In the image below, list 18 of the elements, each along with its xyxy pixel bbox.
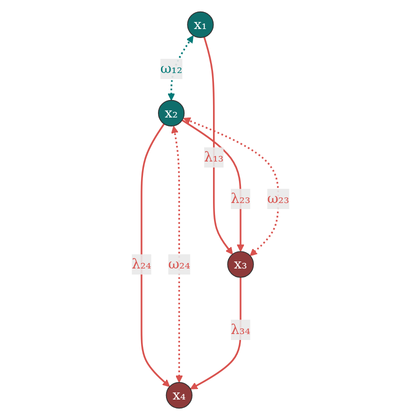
- arrow: [170, 126, 182, 383]
- arrow: [181, 119, 244, 252]
- arrow: [202, 36, 232, 255]
- arrow: [167, 35, 194, 101]
- edge-label: λ₂₄: [131, 256, 151, 272]
- edge-label: ω₂₃: [266, 190, 289, 207]
- arrow: [140, 123, 170, 387]
- node-circle: x₃: [226, 251, 254, 278]
- node-circle: x₄: [165, 382, 192, 409]
- edge-label: ω₂₄: [168, 256, 190, 272]
- edge-label: λ₃₄: [230, 321, 250, 338]
- node-circle: x₁: [186, 11, 214, 38]
- edge-label: λ₂₃: [230, 190, 250, 207]
- edge-label: λ₁₃: [204, 148, 224, 166]
- arrow: [182, 117, 279, 256]
- arrow: [190, 277, 241, 390]
- edge-label: ω₁₂: [160, 60, 182, 77]
- node-circle: x₂: [158, 100, 184, 127]
